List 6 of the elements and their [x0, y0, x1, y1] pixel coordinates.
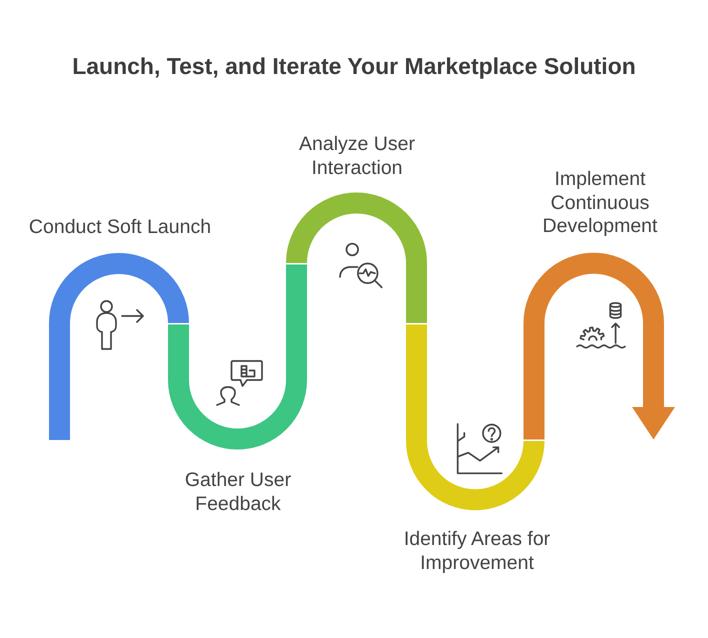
step-label: Analyze User Interaction: [298, 133, 416, 180]
diagram-title: Launch, Test, and Iterate Your Marketplace Solution: [72, 52, 636, 80]
step-label: Identify Areas for Improvement: [402, 528, 552, 575]
step-label: Implement Continuous Development: [542, 168, 658, 238]
step-label: Gather User Feedback: [184, 469, 292, 516]
step-label: Conduct Soft Launch: [28, 216, 212, 240]
